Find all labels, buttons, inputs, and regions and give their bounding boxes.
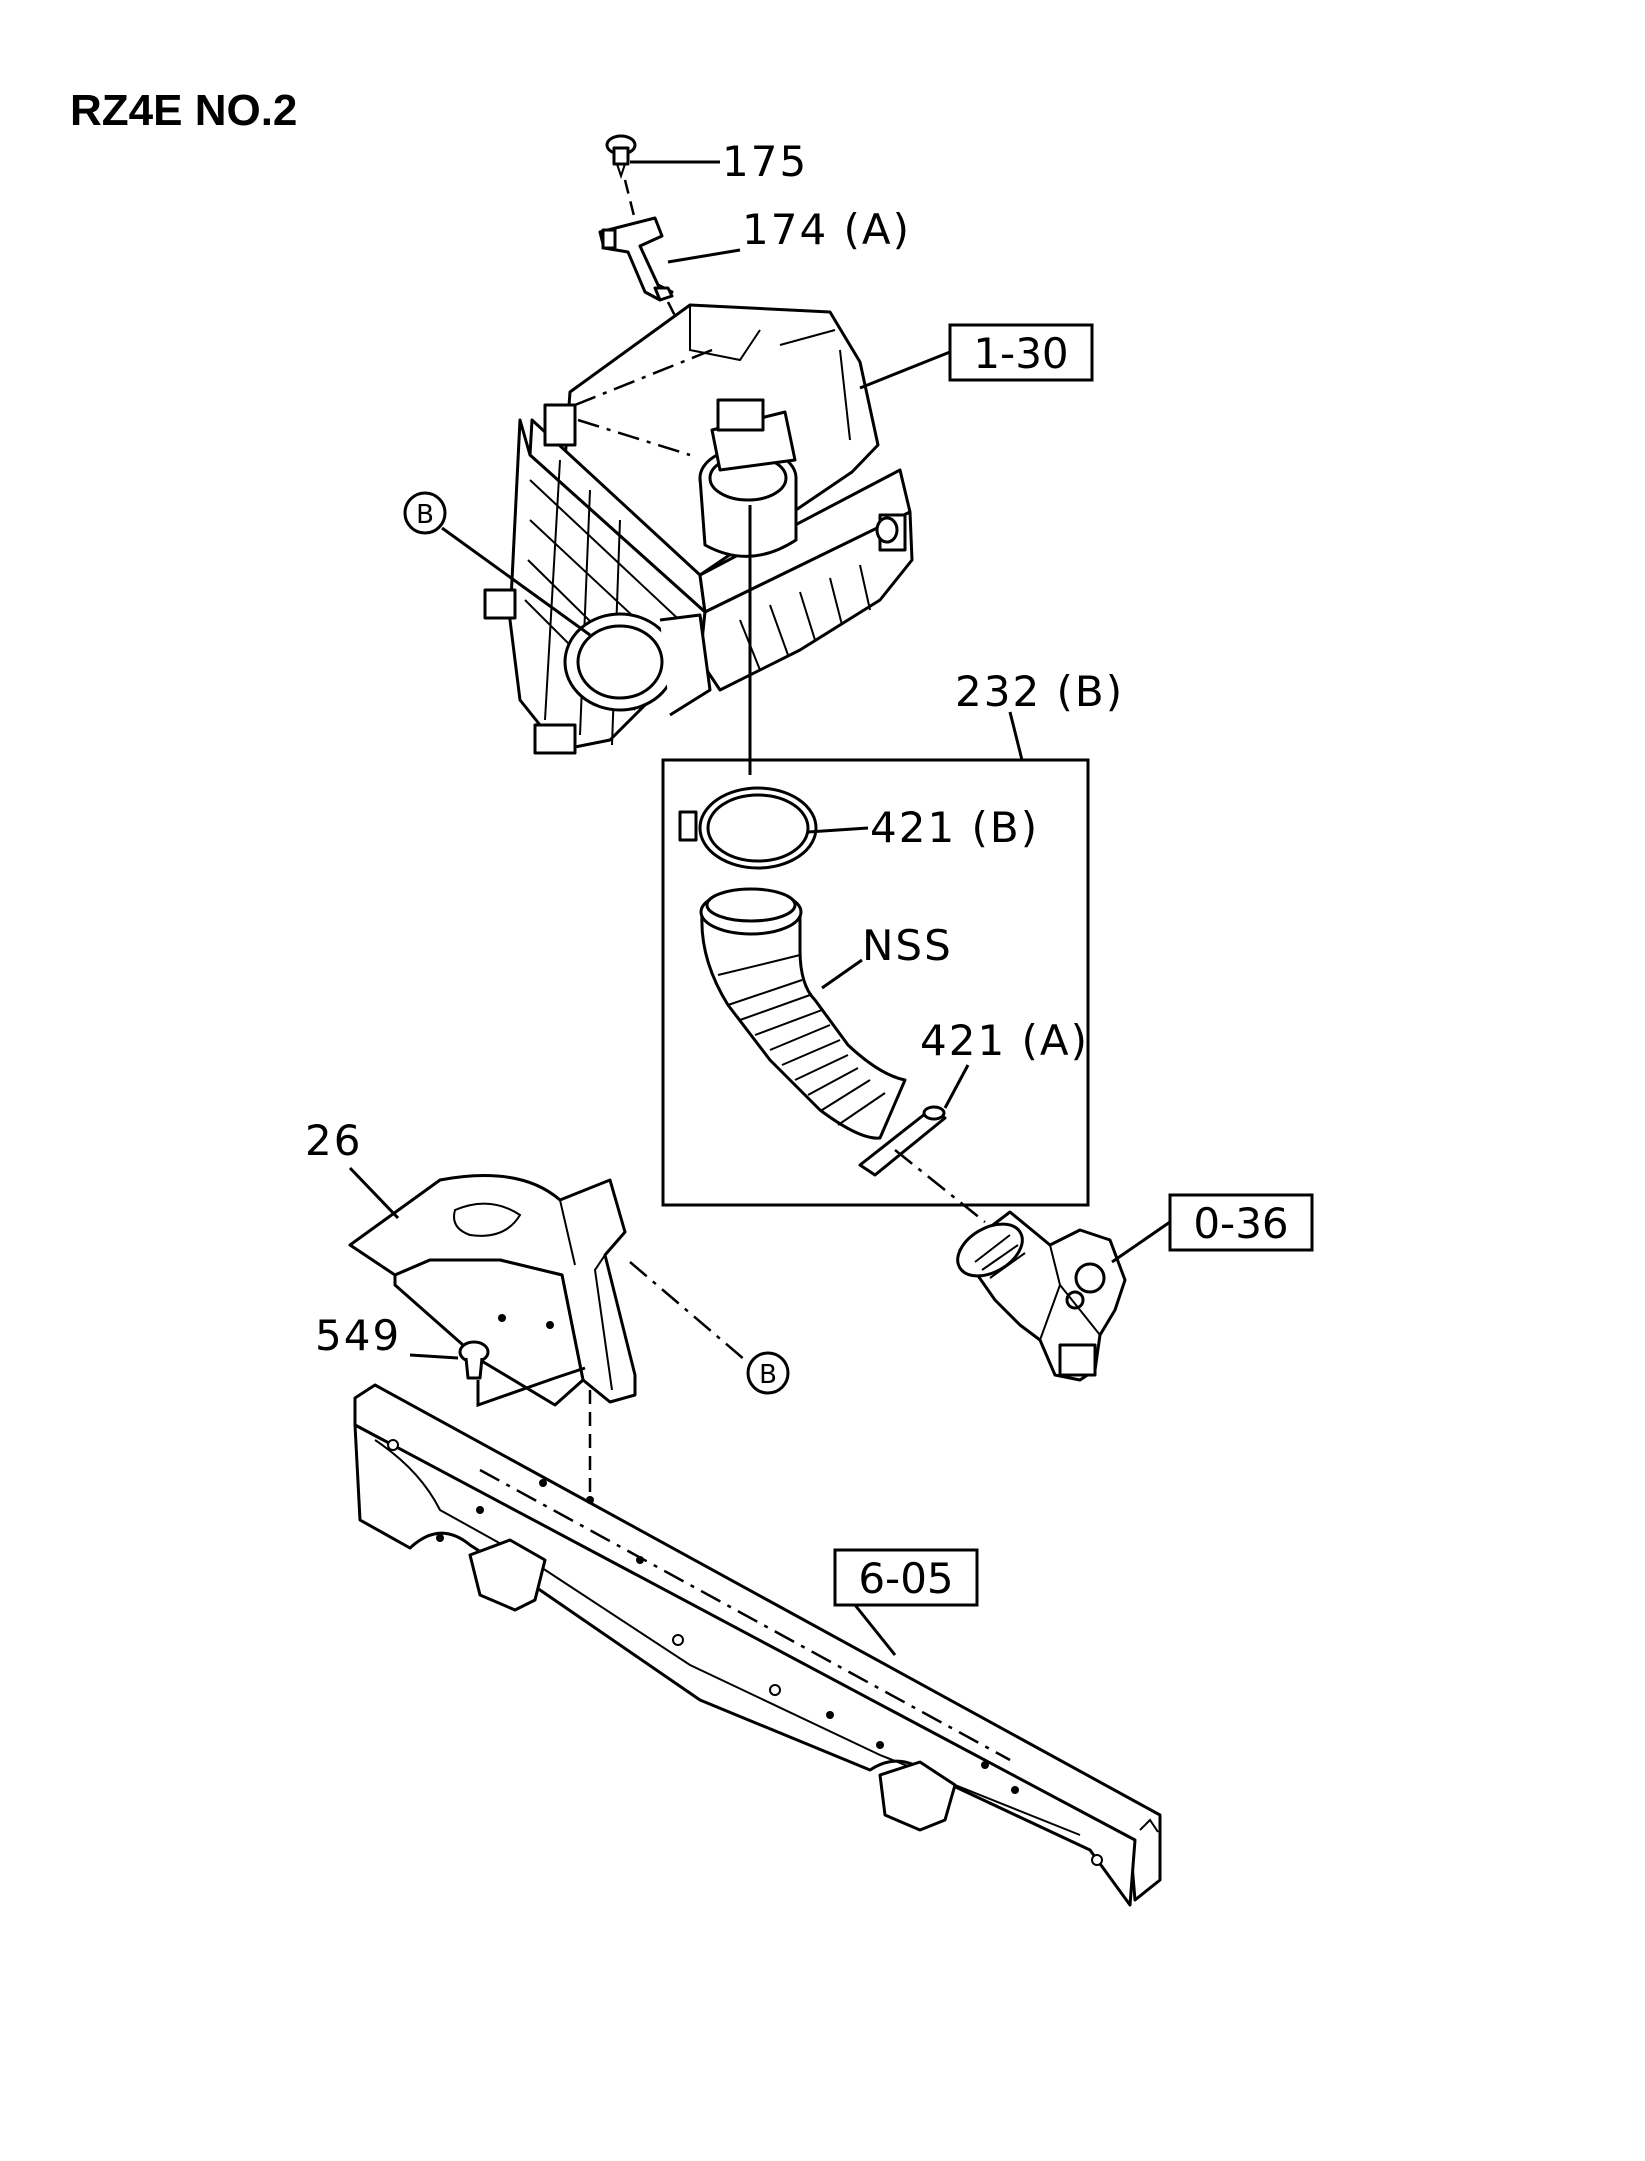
leader-549-link — [476, 1366, 586, 1408]
label-174a: 174 (A) — [742, 205, 911, 254]
bolt-175 — [605, 134, 637, 180]
circle-ref-b-right: B — [746, 1351, 790, 1395]
leader-421b — [807, 826, 869, 834]
throttle-body — [956, 1210, 1127, 1382]
label-232b: 232 (B) — [955, 667, 1124, 716]
label-nss: NSS — [862, 921, 953, 970]
label-421b: 421 (B) — [870, 803, 1039, 852]
ref-box-1-30: 1-30 — [948, 323, 1094, 382]
leader-174a — [667, 248, 741, 264]
label-549: 549 — [315, 1311, 401, 1360]
ref-box-0-36: 0-36 — [1168, 1193, 1314, 1252]
leader-1-30 — [859, 350, 951, 390]
air-duct-26 — [348, 1174, 637, 1407]
label-26: 26 — [305, 1116, 362, 1165]
label-175: 175 — [722, 137, 808, 186]
leader-0-36 — [1111, 1220, 1171, 1264]
leader-26 — [348, 1166, 400, 1220]
intake-hose — [699, 887, 907, 1140]
dash-lid-a — [574, 348, 713, 407]
dash-175 — [623, 179, 637, 221]
leader-6-05 — [853, 1604, 897, 1656]
air-cleaner-assembly — [483, 303, 914, 755]
clip-549 — [458, 1340, 490, 1380]
ref-6-05-text: 6-05 — [858, 1554, 953, 1603]
ref-0-36-text: 0-36 — [1193, 1199, 1288, 1248]
frame-member — [353, 1383, 1162, 1907]
label-421a: 421 (A) — [920, 1016, 1089, 1065]
sensor-174a — [598, 216, 674, 302]
clamp-421a — [858, 1105, 947, 1177]
dash-to-b-right — [629, 1261, 746, 1361]
circle-ref-b-left: B — [403, 491, 447, 535]
ref-1-30-text: 1-30 — [973, 329, 1068, 378]
circle-b-right-text: B — [759, 1360, 777, 1390]
dash-to-0-36 — [894, 1149, 986, 1223]
leader-nss — [821, 958, 863, 990]
dash-lid-b — [577, 418, 691, 457]
leader-421a — [943, 1064, 970, 1109]
leader-549 — [409, 1353, 459, 1360]
ref-box-6-05: 6-05 — [833, 1548, 979, 1607]
clamp-421b — [678, 786, 818, 870]
leader-b-left — [441, 526, 591, 637]
leader-232b — [1008, 711, 1024, 761]
diagram-title: RZ4E NO.2 — [70, 86, 297, 135]
frame-centerline — [479, 1468, 1011, 1762]
circle-b-left-text: B — [416, 500, 434, 530]
group-box-232b — [661, 758, 1090, 1207]
